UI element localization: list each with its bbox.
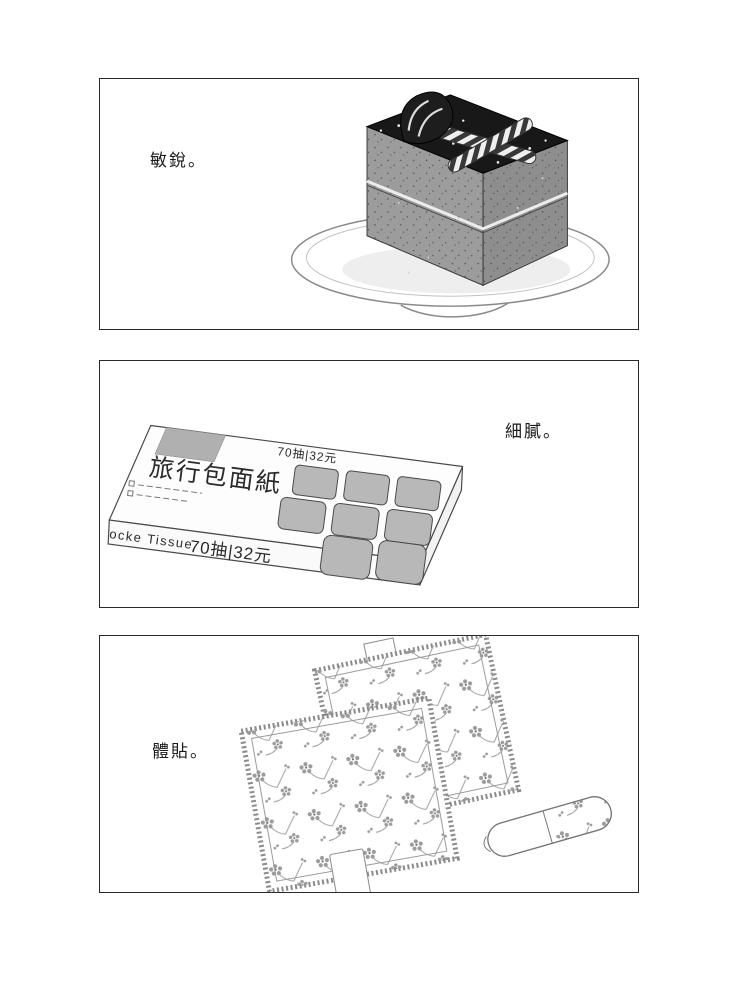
caption-sharp: 敏銳。 (150, 151, 207, 170)
cake-illustration (290, 91, 610, 318)
tissue-packets (277, 464, 442, 585)
chocolate-cake (365, 91, 569, 287)
pad-front (238, 695, 460, 892)
box-fine-print (126, 480, 202, 503)
panel-sharp: 敏銳。 (99, 78, 639, 330)
side-specks (397, 177, 544, 274)
wrapped-pad (483, 796, 612, 857)
panel-delicate: 細膩。 旅行包面紙 (99, 360, 639, 608)
chocolate-decoration (400, 91, 454, 145)
tissue-box-illustration: 旅行包面紙 70抽|32元 (107, 424, 464, 586)
tissue-box: 旅行包面紙 70抽|32元 (107, 424, 464, 586)
caption-considerate: 體貼。 (152, 742, 209, 761)
caption-delicate: 細膩。 (505, 422, 562, 441)
candy-sticks (437, 117, 537, 173)
pads-illustration (238, 636, 612, 892)
adhesive-tab (329, 848, 372, 892)
panel-considerate: 體貼。 (99, 635, 639, 893)
box-corner-patch (154, 427, 226, 463)
